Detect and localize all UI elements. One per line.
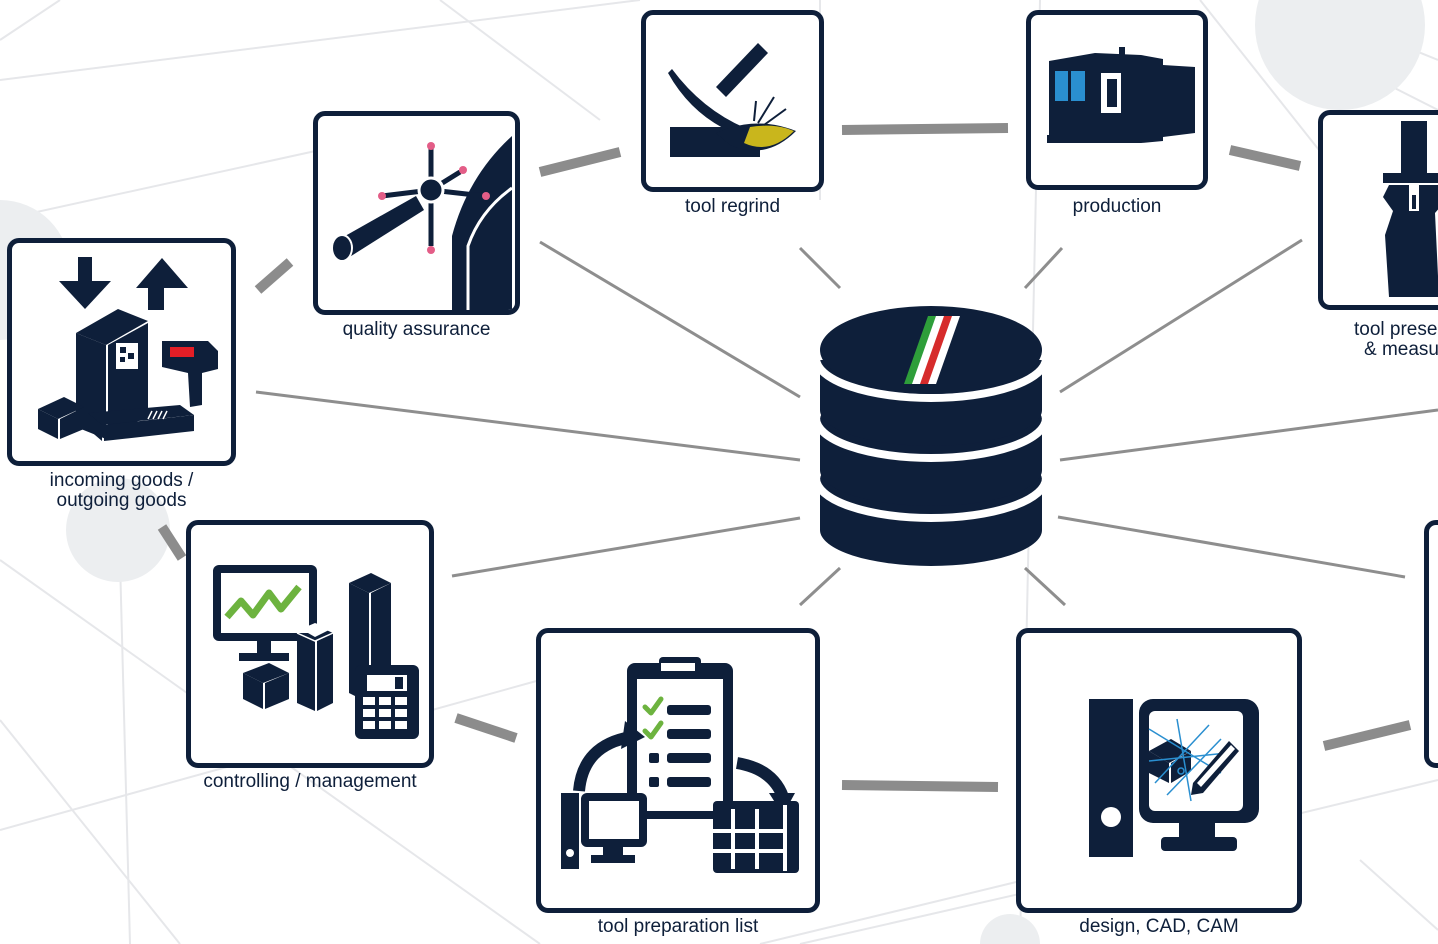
incoming-goods-label: incoming goods / outgoing goods: [8, 471, 235, 511]
tool-regrind-label: tool regrind: [641, 197, 824, 217]
node-tool-presetting[interactable]: [1318, 110, 1438, 310]
production-label: production: [1026, 197, 1208, 217]
node-tool-preparation-list[interactable]: [536, 628, 820, 913]
italian-flag-stripe: [904, 316, 960, 384]
node-incoming-goods[interactable]: [7, 238, 236, 466]
grinding-icon: [646, 15, 819, 187]
design-cad-cam-label: design, CAD, CAM: [1016, 917, 1302, 937]
hub-spokes: [255, 238, 1438, 607]
tool-preparation-list-label: tool preparation list: [536, 917, 820, 937]
tool-presetting-label-line-1: tool prese: [1354, 319, 1438, 340]
node-production[interactable]: [1026, 10, 1208, 190]
checklist-icon: [541, 633, 815, 908]
tool-regrind-label-line-1: tool regrind: [684, 196, 781, 217]
tool-presetting-label-line-2: & measu: [1364, 339, 1438, 360]
quality-assurance-label-line-1: quality assurance: [342, 319, 491, 340]
database-hub-icon: [812, 306, 1050, 566]
tool-preparation-list-label-line-1: tool preparation list: [597, 916, 759, 937]
node-controlling[interactable]: [186, 520, 434, 768]
incoming-goods-label-line-1: incoming goods /: [49, 470, 194, 491]
warehouse-icon: [12, 243, 231, 461]
quality-assurance-label: quality assurance: [313, 320, 520, 340]
node-tool-regrind[interactable]: [641, 10, 824, 192]
design-cad-cam-label-line-1: design, CAD, CAM: [1079, 916, 1239, 937]
ring-arcs: [157, 123, 1412, 792]
incoming-goods-label-line-2: outgoing goods: [56, 490, 187, 511]
production-label-line-1: production: [1072, 196, 1162, 217]
partial-node-icon: [1429, 525, 1438, 763]
tool-presetting-label: tool prese & measu: [1318, 320, 1438, 360]
cnc-machine-icon: [1031, 15, 1203, 185]
controlling-label-line-1: controlling / management: [203, 771, 417, 792]
node-quality-assurance[interactable]: [313, 111, 520, 315]
controlling-icon: [191, 525, 429, 763]
cad-workstation-icon: [1021, 633, 1297, 908]
node-partial-right[interactable]: [1424, 520, 1438, 768]
node-design-cad-cam[interactable]: [1016, 628, 1302, 913]
controlling-label: controlling / management: [186, 772, 434, 792]
measuring-probe-icon: [318, 116, 515, 310]
tool-holder-icon: [1323, 115, 1438, 305]
